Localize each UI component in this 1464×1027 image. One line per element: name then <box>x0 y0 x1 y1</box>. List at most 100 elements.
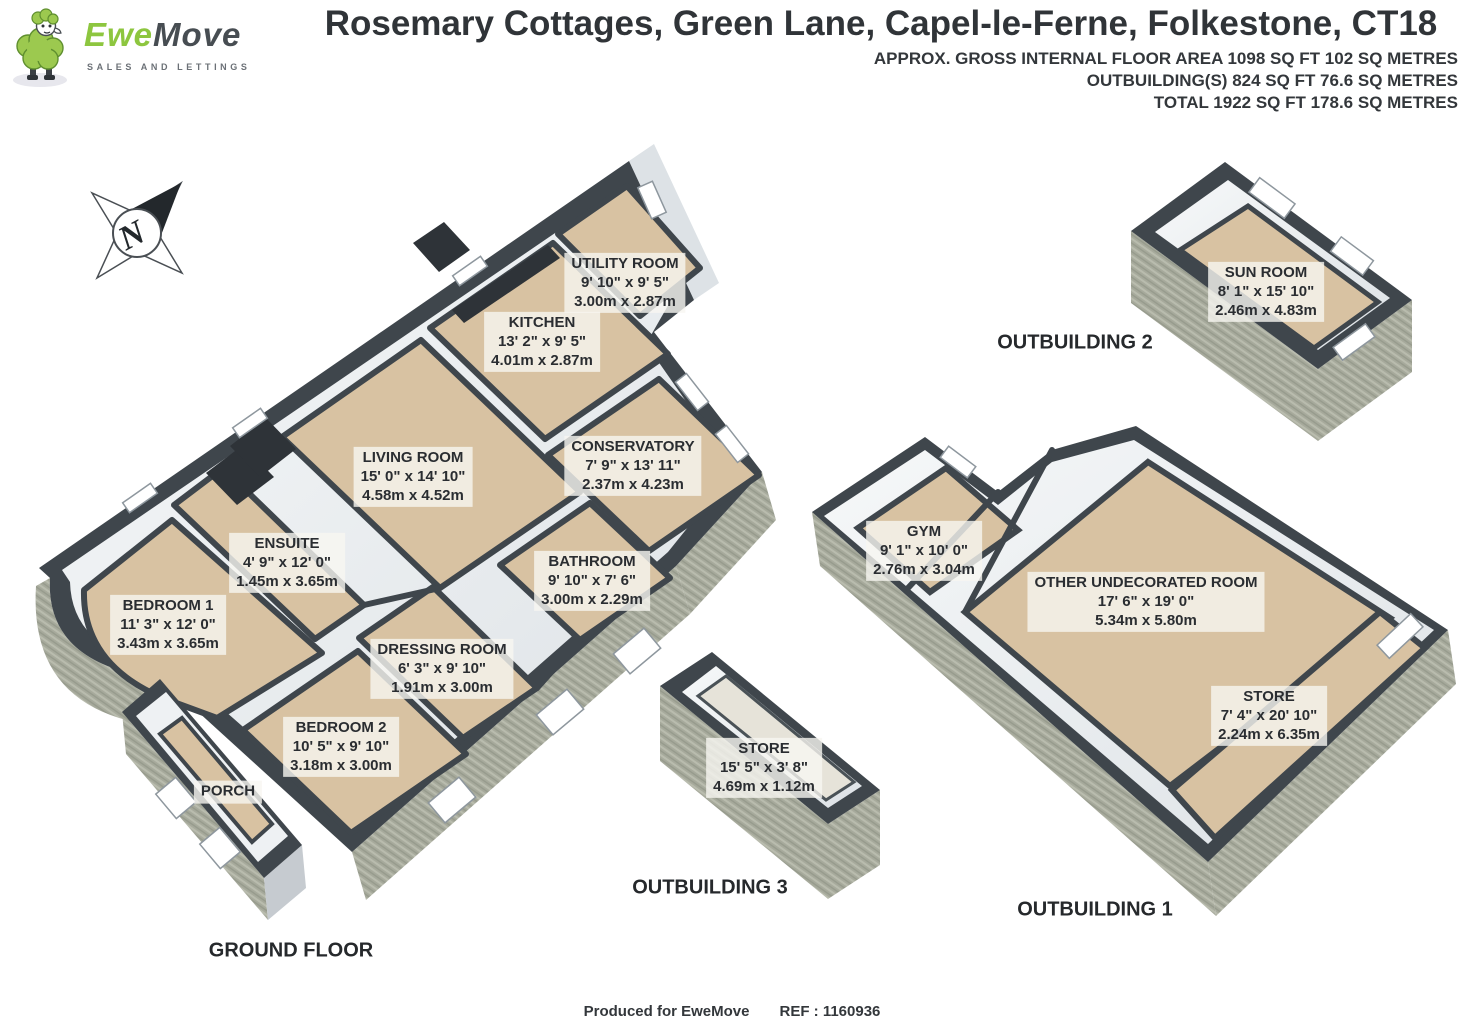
exterior-wall-face <box>1208 630 1456 916</box>
area-line-total: TOTAL 1922 SQ FT 178.6 SQ METRES <box>1153 93 1458 112</box>
exterior-wall-face <box>828 790 880 899</box>
room-size-metric: 4.01m x 2.87m <box>491 351 593 369</box>
window <box>231 407 269 439</box>
room-size-metric: 5.34m x 5.80m <box>1095 611 1197 629</box>
compass-north-arrow <box>130 183 181 238</box>
porch-door <box>198 826 242 870</box>
kitchen-counter <box>452 245 560 323</box>
area-line-gross: APPROX. GROSS INTERNAL FLOOR AREA 1098 S… <box>873 49 1458 68</box>
room-label-porch: PORCH <box>193 780 263 804</box>
room-size-imperial: 7' 4" x 20' 10" <box>1220 706 1318 724</box>
room-name: DRESSING ROOM <box>377 640 507 658</box>
footer-produced: Produced for EweMove <box>583 1003 750 1020</box>
room-name: BATHROOM <box>548 552 636 570</box>
room-name: BEDROOM 1 <box>122 596 214 614</box>
compass-circle <box>112 208 162 258</box>
porch-door <box>154 776 198 820</box>
room-size-imperial: 9' 1" x 10' 0" <box>879 541 969 559</box>
window <box>939 445 977 479</box>
room-label-other-undecorated-room: OTHER UNDECORATED ROOM 17' 6" x 19' 0" 5… <box>1027 571 1265 633</box>
room-name: ENSUITE <box>254 534 320 552</box>
brand-name: EweMove <box>84 16 241 54</box>
room-size-imperial: 17' 6" x 19' 0" <box>1097 592 1195 610</box>
porch-block <box>122 679 306 920</box>
room-size-metric: 3.00m x 2.87m <box>574 292 676 310</box>
room-label-dressing-room: DRESSING ROOM 6' 3" x 9' 10" 1.91m x 3.0… <box>370 638 514 700</box>
hall-wall <box>361 585 443 608</box>
room-size-imperial: 10' 5" x 9' 10" <box>292 737 390 755</box>
porch-side-face <box>264 845 306 920</box>
window <box>636 180 668 220</box>
room-name: GYM <box>906 522 942 540</box>
window <box>535 688 585 736</box>
room-name: LIVING ROOM <box>362 448 464 466</box>
outbuilding-1-plan <box>812 426 1456 916</box>
window <box>1332 322 1376 362</box>
room-size-imperial: 4' 9" x 12' 0" <box>242 553 332 571</box>
room-size-metric: 3.18m x 3.00m <box>290 756 392 774</box>
room-name: SUN ROOM <box>1224 263 1308 281</box>
room-label-bedroom1: BEDROOM 1 11' 3" x 12' 0" 3.43m x 3.65m <box>110 594 226 656</box>
room-label-kitchen: KITCHEN 13' 2" x 9' 5" 4.01m x 2.87m <box>484 311 600 373</box>
room-label-store-outbuilding1: STORE 7' 4" x 20' 10" 2.24m x 6.35m <box>1211 685 1327 747</box>
room-size-imperial: 15' 0" x 14' 10" <box>360 467 466 485</box>
room-size-metric: 1.91m x 3.00m <box>391 678 493 696</box>
area-summary: APPROX. GROSS INTERNAL FLOOR AREA 1098 S… <box>874 48 1458 114</box>
ewemove-logo: EweMove SALES AND LETTINGS <box>8 4 308 104</box>
caption-outbuilding-2: OUTBUILDING 2 <box>997 331 1153 354</box>
page-title: Rosemary Cottages, Green Lane, Capel-le-… <box>324 4 1438 43</box>
room-size-metric: 2.24m x 6.35m <box>1218 725 1320 743</box>
room-size-imperial: 7' 9" x 13' 11" <box>585 456 681 474</box>
exterior-wall-face <box>812 512 1216 916</box>
room-name: STORE <box>1243 687 1295 705</box>
room-name: OTHER UNDECORATED ROOM <box>1034 573 1258 591</box>
room-label-bathroom: BATHROOM 9' 10" x 7' 6" 3.00m x 2.29m <box>534 550 650 612</box>
room-name: UTILITY ROOM <box>571 254 679 272</box>
curved-bay-wall-face <box>35 578 166 727</box>
room-size-metric: 1.45m x 3.65m <box>236 572 338 590</box>
conservatory-wall-face <box>676 472 776 614</box>
compass-rose: N <box>90 180 184 280</box>
brand-move: Move <box>153 16 242 53</box>
exterior-wall-face <box>352 566 690 900</box>
room-label-gym: GYM 9' 1" x 10' 0" 2.76m x 3.04m <box>866 520 982 582</box>
room-label-living-room: LIVING ROOM 15' 0" x 14' 10" 4.58m x 4.5… <box>353 446 473 508</box>
room-name: STORE <box>738 739 790 757</box>
hall-wall <box>534 637 583 691</box>
window <box>1247 176 1297 220</box>
window <box>674 372 710 412</box>
room-label-store-outbuilding3: STORE 15' 5" x 3' 8" 4.69m x 1.12m <box>706 737 822 799</box>
room-size-imperial: 6' 3" x 9' 10" <box>397 659 487 677</box>
sheep-logo-icon <box>13 8 67 87</box>
window <box>451 255 489 287</box>
room-size-imperial: 9' 10" x 7' 6" <box>547 571 637 589</box>
window <box>714 424 750 464</box>
room-size-metric: 4.58m x 4.52m <box>362 486 464 504</box>
window <box>121 482 159 514</box>
entrance-recess <box>413 222 470 272</box>
window <box>427 776 477 824</box>
room-name: CONSERVATORY <box>571 437 695 455</box>
room-label-conservatory: CONSERVATORY 7' 9" x 13' 11" 2.37m x 4.2… <box>564 435 702 497</box>
room-label-ensuite: ENSUITE 4' 9" x 12' 0" 1.45m x 3.65m <box>229 532 345 594</box>
footer: Produced for EweMove REF : 1160936 <box>0 1003 1464 1020</box>
area-line-outbuildings: OUTBUILDING(S) 824 SQ FT 76.6 SQ METRES <box>1086 71 1458 90</box>
internal-wall <box>962 447 1055 615</box>
caption-ground-floor: GROUND FLOOR <box>208 939 374 962</box>
room-size-metric: 2.37m x 4.23m <box>582 475 684 493</box>
room-name: PORCH <box>200 782 256 800</box>
porch-wall-face <box>122 712 268 920</box>
footer-ref: REF : 1160936 <box>779 1003 881 1020</box>
window <box>1375 612 1425 660</box>
room-label-bedroom2: BEDROOM 2 10' 5" x 9' 10" 3.18m x 3.00m <box>283 716 399 778</box>
chimney-block <box>230 418 296 477</box>
room-size-imperial: 15' 5" x 3' 8" <box>719 758 809 776</box>
caption-outbuilding-3: OUTBUILDING 3 <box>632 876 788 899</box>
caption-outbuilding-1: OUTBUILDING 1 <box>1017 898 1173 921</box>
window <box>1329 235 1375 277</box>
room-size-metric: 2.46m x 4.83m <box>1215 301 1317 319</box>
room-label-sun-room: SUN ROOM 8' 1" x 15' 10" 2.46m x 4.83m <box>1208 261 1324 323</box>
room-name: BEDROOM 2 <box>295 718 387 736</box>
